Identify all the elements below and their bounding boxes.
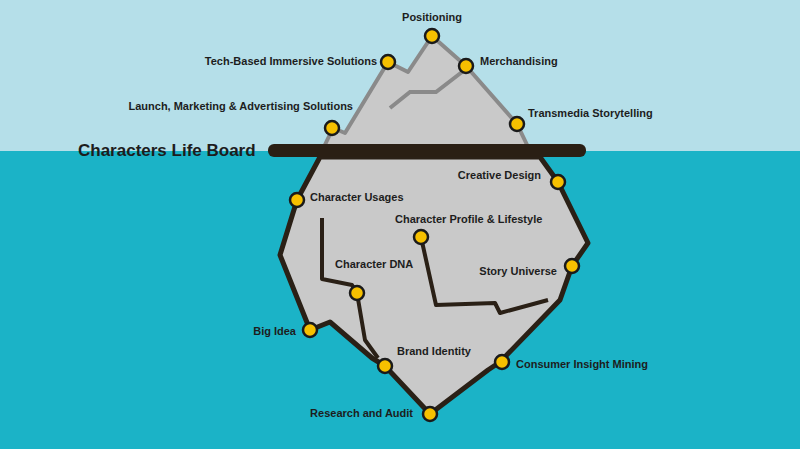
dot <box>303 323 317 337</box>
dot <box>414 230 428 244</box>
dot <box>378 359 392 373</box>
dot <box>551 175 565 189</box>
label-text: Creative Design <box>458 169 541 182</box>
body-crack <box>322 218 378 358</box>
iceberg-body <box>280 157 588 414</box>
label-text: Character Usages <box>310 191 404 204</box>
label-text: Consumer Insight Mining <box>516 358 648 371</box>
label-text: Tech-Based Immersive Solutions <box>205 55 377 68</box>
dot <box>510 117 524 131</box>
label-text: Big Idea <box>253 325 296 338</box>
tip-crack <box>390 72 462 108</box>
water-line-bar <box>268 144 586 157</box>
dot <box>459 59 473 73</box>
label-text: Research and Audit <box>310 407 413 420</box>
label-text: Positioning <box>402 11 462 24</box>
label-text: Brand Identity <box>397 345 471 358</box>
label-text: Merchandising <box>480 55 558 68</box>
dot <box>381 55 395 69</box>
label-text: Character DNA <box>335 258 413 271</box>
dot <box>565 259 579 273</box>
label-text: Characters Life Board <box>78 141 256 161</box>
label-text: Character Profile & Lifestyle <box>395 213 542 226</box>
dot <box>350 286 364 300</box>
iceberg-tip <box>322 36 530 151</box>
sky <box>0 0 800 151</box>
label-text: Story Universe <box>479 265 557 278</box>
dot <box>325 121 339 135</box>
dot <box>423 407 437 421</box>
dot <box>425 29 439 43</box>
dot <box>495 355 509 369</box>
label-text: Launch, Marketing & Advertising Solution… <box>128 100 353 113</box>
dot <box>290 193 304 207</box>
label-text: Transmedia Storytelling <box>528 107 653 120</box>
water <box>0 151 800 449</box>
